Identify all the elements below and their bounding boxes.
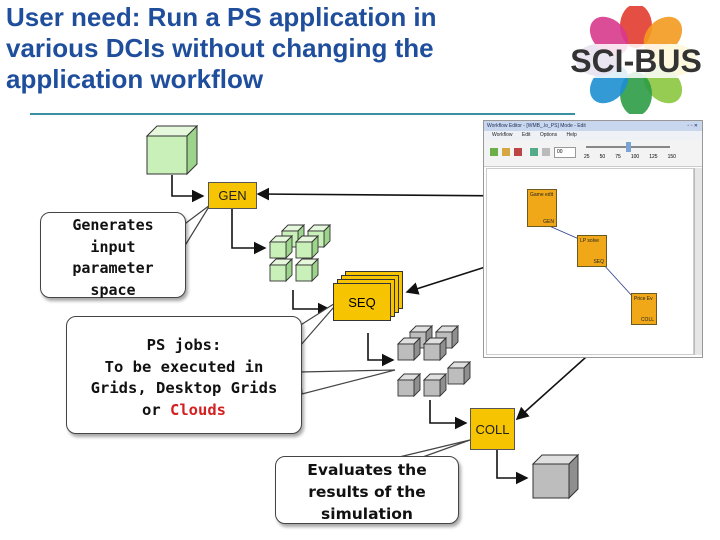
title-underline — [30, 113, 575, 115]
editor-menu-bar: Workflow Edit Options Help — [484, 131, 702, 140]
node-port: COLL — [640, 317, 654, 323]
connector-coll-output — [496, 450, 529, 485]
callout-line: Evaluates the — [307, 461, 427, 479]
zoom-slider[interactable] — [586, 142, 670, 152]
menu-help[interactable]: Help — [566, 132, 577, 138]
callout-line: parameter — [72, 259, 154, 277]
callout-pointer-jobs-b — [299, 369, 396, 395]
title-line-1: User need: Run a PS application in — [6, 2, 437, 32]
param-cube — [269, 258, 293, 282]
result-cube — [397, 337, 421, 361]
result-cube — [397, 373, 421, 397]
node-port: SEQ — [593, 259, 604, 265]
editor-node-gen[interactable]: Game edit GEN — [527, 189, 557, 227]
menu-edit[interactable]: Edit — [521, 132, 531, 138]
callout-evaluates: Evaluates the results of the simulation — [275, 456, 459, 524]
node-label: Game edit — [530, 192, 554, 198]
param-cube — [295, 258, 319, 282]
zoom-tick: 75 — [615, 154, 621, 160]
callout-ps-jobs: PS jobs: To be executed in Grids, Deskto… — [66, 316, 302, 434]
zoom-field[interactable]: 00 — [554, 147, 576, 158]
callout-line: space — [90, 280, 136, 299]
callout-generates: Generates input parameter space — [40, 212, 186, 299]
callout-line: simulation — [321, 505, 413, 523]
callout-line: Generates — [72, 216, 154, 234]
seq-node-stack: SEQ — [333, 271, 403, 331]
callout-line: results of the — [308, 483, 426, 501]
callout-line: or Clouds — [67, 400, 301, 422]
menu-options[interactable]: Options — [539, 132, 558, 138]
callout-pointer-generates — [181, 204, 211, 246]
callout-line: PS jobs: — [146, 336, 222, 354]
editor-window-title: Workflow Editor - [WMB_.lo_PS] Mode - Ed… — [487, 123, 586, 129]
connector-gen-cluster — [231, 208, 267, 255]
zoom-tick: 100 — [630, 154, 640, 160]
logo-text: SCI-BUS — [570, 43, 702, 79]
title-line-2: various DCIs without changing the — [6, 33, 434, 63]
zoom-tick: 50 — [599, 154, 606, 160]
coll-node: COLL — [470, 408, 515, 450]
gen-node: GEN — [208, 182, 257, 209]
callout-text: or — [142, 400, 170, 419]
result-cube — [423, 337, 447, 361]
callout-line: To be executed in — [104, 357, 264, 376]
workflow-editor-screenshot: Workflow Editor - [WMB_.lo_PS] Mode - Ed… — [483, 120, 703, 358]
zoom-ticks: 25 50 75 100 125 150 — [584, 154, 676, 160]
connector-input-gen — [171, 175, 205, 203]
logo-petal — [620, 72, 652, 114]
logo-petal — [620, 6, 652, 48]
editor-title-bar: Workflow Editor - [WMB_.lo_PS] Mode - Ed… — [484, 121, 702, 131]
connector-seq-results — [367, 333, 395, 367]
save-icon[interactable] — [490, 148, 498, 156]
editor-canvas[interactable]: Game edit GEN LP solve SEQ Price Ev COLL — [486, 168, 694, 355]
edit-icon[interactable] — [502, 148, 510, 156]
seq-node: SEQ — [333, 283, 391, 321]
connector-results-coll — [429, 400, 468, 430]
editor-node-coll[interactable]: Price Ev COLL — [631, 293, 657, 325]
window-controls-icon[interactable]: ▫ ▫ ✕ — [687, 123, 698, 129]
result-cube — [423, 373, 447, 397]
callout-line: Grids, Desktop Grids — [90, 379, 278, 397]
zoom-tick: 25 — [584, 154, 590, 160]
node-port: GEN — [543, 219, 554, 225]
param-cube — [269, 235, 293, 259]
title-line-3: application workflow — [6, 64, 264, 94]
zoom-tick: 150 — [667, 154, 676, 160]
connector-cluster-seq — [292, 290, 331, 316]
sci-bus-logo: SCI-BUS — [568, 6, 704, 114]
input-cube — [145, 124, 199, 176]
callout-line: input — [90, 237, 136, 256]
graph-icon[interactable] — [530, 148, 538, 156]
delete-icon[interactable] — [514, 148, 522, 156]
editor-toolbar: 00 25 50 75 100 125 150 — [484, 140, 702, 167]
arrow-editor-gen — [256, 187, 524, 201]
zoom-tick: 125 — [649, 154, 658, 160]
result-cube — [447, 361, 471, 385]
output-cube — [531, 453, 580, 500]
slide-title: User need: Run a PS application in vario… — [6, 2, 546, 95]
param-cube — [295, 235, 319, 259]
node-label: LP solve — [580, 238, 600, 244]
menu-workflow[interactable]: Workflow — [492, 132, 513, 138]
editor-node-seq[interactable]: LP solve SEQ — [577, 235, 607, 267]
zoom-out-icon[interactable] — [542, 148, 550, 156]
editor-edges — [546, 224, 634, 298]
editor-scrollbar[interactable] — [694, 168, 702, 355]
result-cube-cluster — [397, 325, 471, 397]
node-label: Price Ev — [634, 296, 653, 302]
parameter-cube-cluster — [269, 224, 331, 282]
clouds-highlight: Clouds — [170, 400, 226, 419]
zoom-slider-thumb[interactable] — [626, 142, 631, 152]
